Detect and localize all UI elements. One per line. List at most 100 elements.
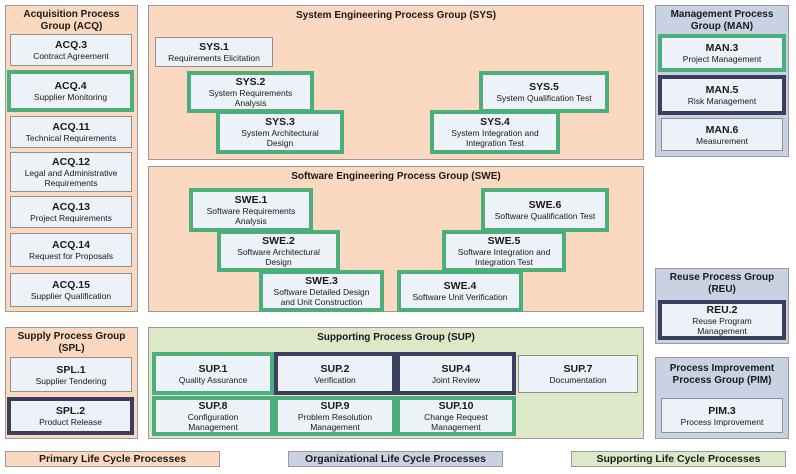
process-name: Software Requirements Analysis (206, 206, 296, 226)
sup-group-title: Supporting Process Group (SUP) (317, 332, 475, 343)
process-id: SYS.2 (235, 76, 266, 88)
process-id: SUP.7 (563, 363, 593, 375)
process-acq-15[interactable]: ACQ.15 Supplier Qualification (10, 273, 132, 307)
process-sup-4[interactable]: SUP.4 Joint Review (396, 352, 516, 395)
process-sup-7[interactable]: SUP.7 Documentation (518, 355, 638, 393)
process-name: Documentation (549, 375, 607, 385)
process-id: ACQ.12 (52, 156, 90, 168)
process-id: SYS.3 (265, 116, 295, 128)
process-id: SYS.5 (529, 81, 559, 93)
spl-group-title: Supply Process Group (SPL) (17, 331, 126, 354)
process-id: MAN.6 (705, 123, 739, 136)
process-man-5[interactable]: MAN.5 Risk Management (658, 75, 786, 115)
process-sup-8[interactable]: SUP.8 Configuration Management (152, 396, 274, 436)
process-id: REU.2 (706, 304, 738, 316)
process-name: Contract Agreement (33, 51, 109, 61)
process-name: Quality Assurance (178, 374, 248, 385)
process-sys-4[interactable]: SYS.4 System Integration and Integration… (430, 110, 560, 154)
process-name: Measurement (696, 135, 748, 146)
process-man-3[interactable]: MAN.3 Project Management (658, 34, 786, 72)
process-id: ACQ.4 (54, 80, 87, 92)
process-name: Supplier Qualification (30, 291, 112, 301)
process-id: SWE.5 (487, 235, 521, 247)
process-sys-3[interactable]: SYS.3 System Architectural Design (216, 110, 344, 154)
process-name: Project Requirements (30, 213, 112, 223)
process-id: SWE.1 (234, 194, 268, 206)
process-sys-1[interactable]: SYS.1 Requirements Elicitation (155, 37, 273, 67)
process-id: SPL.2 (55, 405, 86, 417)
process-id: SUP.1 (198, 362, 228, 375)
process-sys-2[interactable]: SYS.2 System Requirements Analysis (187, 71, 314, 113)
process-name: Project Management (682, 54, 762, 64)
process-acq-11[interactable]: ACQ.11 Technical Requirements (10, 116, 132, 148)
process-acq-4[interactable]: ACQ.4 Supplier Monitoring (7, 70, 134, 112)
process-swe-6[interactable]: SWE.6 Software Qualification Test (481, 188, 609, 232)
process-id: SUP.4 (441, 362, 471, 375)
process-name: Requirements Elicitation (168, 53, 260, 63)
process-name: Software Qualification Test (494, 211, 596, 221)
process-acq-3[interactable]: ACQ.3 Contract Agreement (10, 34, 132, 66)
process-id: ACQ.15 (52, 279, 90, 291)
process-sup-9[interactable]: SUP.9 Problem Resolution Management (274, 396, 396, 436)
process-name: Change Request Management (424, 412, 488, 432)
process-acq-12[interactable]: ACQ.12 Legal and Administrative Requirem… (10, 152, 132, 192)
process-name: System Requirements Analysis (208, 88, 293, 108)
process-sup-2[interactable]: SUP.2 Verification (274, 352, 396, 395)
process-id: SWE.4 (443, 280, 477, 292)
process-acq-14[interactable]: ACQ.14 Request for Proposals (10, 233, 132, 267)
process-id: ACQ.11 (52, 121, 90, 133)
process-name: Problem Resolution Management (297, 412, 373, 432)
process-id: ACQ.13 (52, 201, 90, 213)
process-name: Software Architectural Design (237, 247, 320, 267)
process-acq-13[interactable]: ACQ.13 Project Requirements (10, 196, 132, 228)
process-id: ACQ.14 (52, 239, 90, 251)
swe-group-title: Software Engineering Process Group (SWE) (291, 171, 501, 182)
process-name: Supplier Monitoring (33, 92, 108, 102)
process-swe-4[interactable]: SWE.4 Software Unit Verification (397, 270, 523, 312)
process-pim-3[interactable]: PIM.3 Process Improvement (661, 398, 783, 433)
process-sys-5[interactable]: SYS.5 System Qualification Test (479, 71, 609, 113)
process-spl-1[interactable]: SPL.1 Supplier Tendering (10, 357, 132, 392)
process-name: System Architectural Design (241, 128, 319, 148)
process-name: Software Unit Verification (412, 292, 508, 302)
process-id: SUP.9 (320, 400, 350, 412)
process-id: PIM.3 (708, 404, 736, 417)
process-id: SWE.3 (305, 275, 338, 287)
process-name: Product Release (39, 417, 102, 427)
process-id: SYS.1 (199, 41, 229, 53)
process-name: System Qualification Test (496, 93, 592, 103)
process-name: System Integration and Integration Test (451, 128, 539, 148)
legend-primary: Primary Life Cycle Processes (5, 451, 220, 467)
process-id: SUP.8 (198, 400, 228, 412)
process-id: MAN.3 (705, 42, 739, 54)
process-swe-3[interactable]: SWE.3 Software Detailed Design and Unit … (259, 270, 384, 312)
process-spl-2[interactable]: SPL.2 Product Release (7, 397, 134, 435)
pim-group-title: Process Improvement Process Group (PIM) (669, 363, 775, 386)
reu-group-title: Reuse Process Group (REU) (669, 272, 775, 295)
process-id: SPL.1 (56, 363, 86, 376)
process-reu-2[interactable]: REU.2 Reuse Program Management (658, 300, 786, 340)
process-swe-1[interactable]: SWE.1 Software Requirements Analysis (189, 188, 313, 232)
process-id: MAN.5 (705, 84, 739, 96)
process-name: Software Detailed Design and Unit Constr… (273, 287, 370, 307)
process-name: Supplier Tendering (35, 375, 107, 386)
process-name: Process Improvement (680, 416, 764, 427)
process-name: Joint Review (431, 374, 481, 385)
process-id: SUP.10 (438, 400, 474, 412)
process-sup-1[interactable]: SUP.1 Quality Assurance (152, 352, 274, 395)
process-man-6[interactable]: MAN.6 Measurement (661, 118, 783, 151)
process-name: Verification (314, 374, 356, 385)
process-id: ACQ.3 (54, 39, 88, 51)
process-id: SYS.4 (480, 116, 510, 128)
process-sup-10[interactable]: SUP.10 Change Request Management (396, 396, 516, 436)
process-id: SWE.2 (262, 235, 295, 247)
legend-supporting: Supporting Life Cycle Processes (571, 451, 786, 467)
process-name: Technical Requirements (25, 133, 117, 143)
process-swe-2[interactable]: SWE.2 Software Architectural Design (217, 230, 340, 272)
sys-group-title: System Engineering Process Group (SYS) (295, 10, 497, 21)
process-swe-5[interactable]: SWE.5 Software Integration and Integrati… (442, 230, 566, 272)
process-name: Request for Proposals (28, 251, 114, 261)
process-name: Risk Management (687, 96, 757, 106)
process-name: Reuse Program Management (692, 316, 752, 336)
process-name: Software Integration and Integration Tes… (457, 247, 551, 267)
